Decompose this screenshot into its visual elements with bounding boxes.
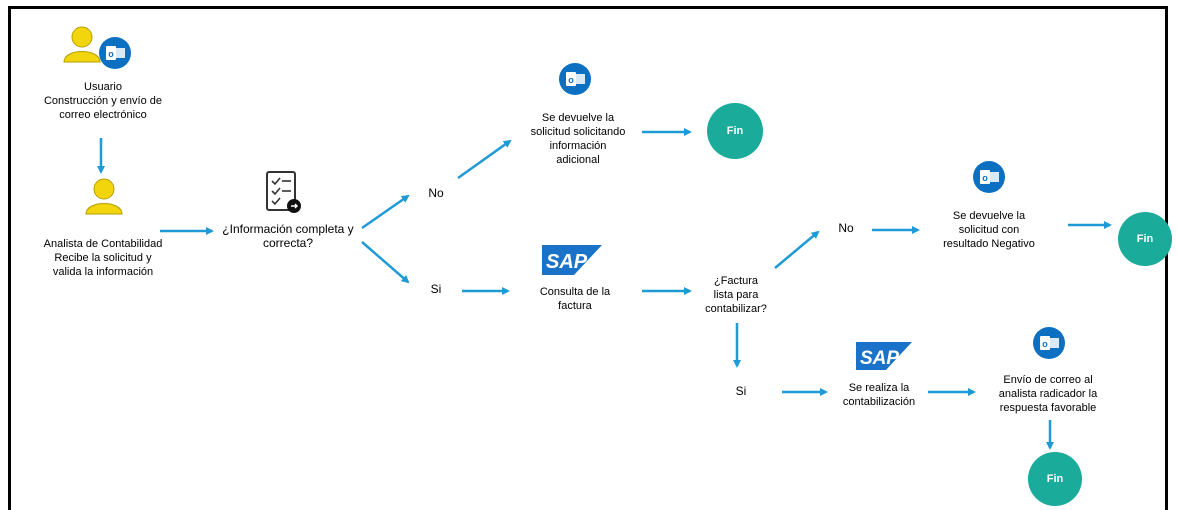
arrow-decision-si [361,241,410,284]
svg-text:o: o [568,75,574,85]
decision-informacion: ¿Información completa y correcta? [222,222,354,250]
node-usuario: Usuario Construcción y envío de correo e… [43,81,162,121]
outlook-icon: o [559,63,591,95]
decision-factura: ¿Factura lista para contabilizar? [705,275,767,315]
node-devuelve-negativo: Se devuelve la solicitud con resultado N… [943,210,1035,250]
sap-logo: SAP [542,245,602,275]
outlook-icon: o [99,37,131,69]
svg-text:o: o [982,173,988,183]
svg-text:SAP: SAP [546,251,588,273]
node-devuelve-informacion: Se devuelve la solicitud solicitando inf… [530,112,626,166]
svg-text:o: o [1042,339,1048,349]
checklist-icon [266,171,301,213]
node-envio-correo: Envío de correo al analista radicador la… [998,374,1098,414]
fin-node-2: Fin [1118,212,1172,266]
fin-node-1: Fin [707,103,763,159]
outlook-icon: o [1033,327,1065,359]
svg-text:SAP: SAP [860,348,899,369]
label-no-1: No [428,186,444,200]
sap-logo: SAP [856,342,912,370]
arrow-decision-no [361,194,410,230]
node-consulta-factura: Consulta de la factura [539,286,611,312]
label-si-2: Si [735,384,747,398]
label-no-2: No [838,221,854,235]
node-contabilizacion: Se realiza la contabilización [842,382,916,408]
user-icon [85,178,123,215]
svg-text:o: o [108,49,114,59]
outlook-icon: o [973,161,1005,193]
label-si-1: Si [430,282,442,296]
arrow-factura-no [774,230,820,269]
fin-node-3: Fin [1028,452,1082,506]
arrow-no-devuelve [457,139,512,180]
user-icon [63,26,101,63]
node-analista: Analista de Contabilidad Recibe la solic… [43,238,163,278]
